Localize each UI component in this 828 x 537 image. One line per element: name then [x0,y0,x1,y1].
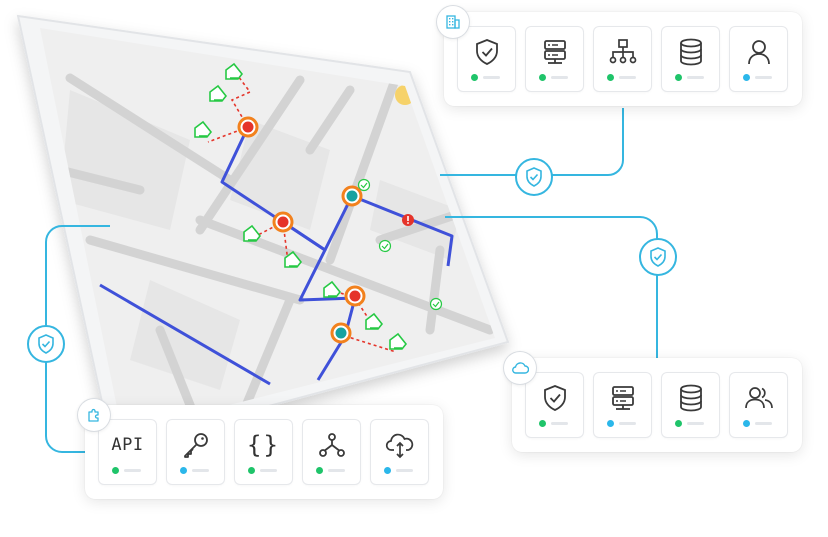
integrations-panel: API {} [85,405,443,499]
cloud-panel-badge [504,352,536,384]
server-icon [611,386,634,410]
status-dot [180,467,187,474]
status-dot [675,420,682,427]
status-dot [743,420,750,427]
database-icon [679,384,702,412]
check-icon [357,178,443,311]
status-dot [248,467,255,474]
shield-check-icon [543,385,566,411]
service-card-server[interactable] [526,27,583,91]
service-card-database[interactable] [662,27,719,91]
integration-card-key[interactable] [167,420,224,484]
status-dot [471,74,478,81]
status-dot [539,420,546,427]
connector-node-top [515,158,553,196]
database-icon [679,38,702,66]
building-icon [446,15,460,29]
service-card-users[interactable] [730,373,787,437]
service-card-user[interactable] [730,27,787,91]
cloud-transfer-icon [385,433,413,459]
status-dot [607,74,614,81]
puzzle-icon [88,408,99,422]
cloud-services-panel [512,358,802,452]
status-dot [607,420,614,427]
braces-icon: {} [247,431,280,459]
status-dot [743,74,750,81]
shield-check-icon [38,334,54,354]
cloud-icon [512,362,529,374]
service-card-shield[interactable] [526,373,583,437]
server-icon [543,40,566,64]
status-dot [384,467,391,474]
vehicle-marker-icon [237,116,366,344]
service-card-network[interactable] [594,27,651,91]
top-services-panel [444,12,802,106]
status-dot [316,467,323,474]
integration-card-webhook[interactable] [303,420,360,484]
status-dot [112,467,119,474]
user-icon [747,40,770,65]
network-tree-icon [609,39,636,64]
alert-icon [402,214,414,226]
service-card-shield[interactable] [458,27,515,91]
connector-node-right [639,238,677,276]
status-dot [675,74,682,81]
key-icon [183,433,208,458]
shield-check-icon [650,247,666,267]
integration-card-cloud-sync[interactable] [371,420,428,484]
service-card-server[interactable] [594,373,651,437]
shield-check-icon [475,39,498,65]
status-dot [539,74,546,81]
integration-card-api[interactable]: API [99,420,156,484]
delivery-point-icon [194,62,408,350]
service-card-database[interactable] [662,373,719,437]
webhook-icon [318,433,345,457]
connector-node-left [27,325,65,363]
integration-card-code[interactable]: {} [235,420,292,484]
users-icon [744,387,773,409]
shield-check-icon [526,167,542,187]
api-icon: API [111,435,144,455]
integrations-panel-badge [78,399,110,431]
top-panel-badge [437,6,469,38]
